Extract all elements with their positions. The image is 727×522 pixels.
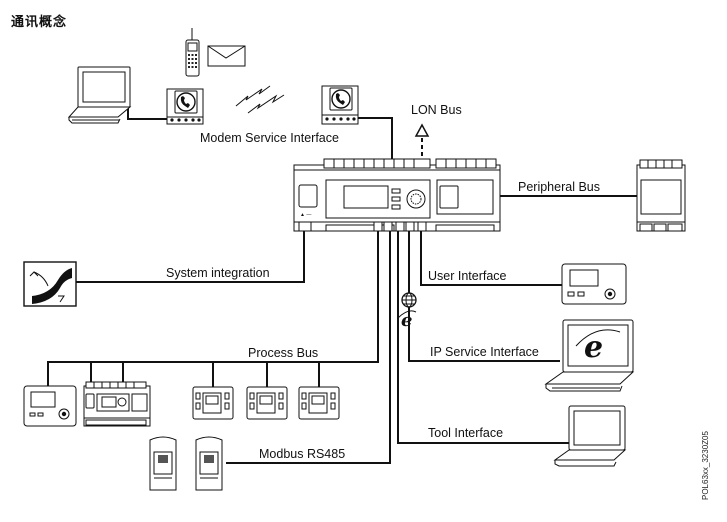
modbus-rs485-label: Modbus RS485	[259, 447, 345, 461]
modbus-drive-icon	[195, 436, 223, 491]
figure-code: POL63xx_3230Z05	[701, 431, 710, 500]
room-unit-icon	[192, 386, 234, 420]
envelope-icon	[207, 45, 246, 67]
modem-service-interface-label: Modem Service Interface	[200, 131, 339, 145]
modem-icon	[166, 88, 204, 125]
operator-panel-icon	[561, 263, 627, 305]
user-interface-label: User Interface	[428, 269, 507, 283]
controller-icon	[83, 381, 151, 427]
operator-panel-icon	[23, 385, 77, 427]
ip-service-line	[408, 231, 560, 362]
mobile-phone-icon	[185, 28, 200, 77]
controller-icon: ▲ —	[293, 158, 501, 232]
system-integration-label: System integration	[166, 266, 270, 280]
laptop-icon	[67, 66, 132, 124]
modem-icon	[321, 85, 359, 125]
process-bus-label: Process Bus	[248, 346, 318, 360]
modbus-drive-icon	[149, 436, 177, 491]
svg-text:e: e	[584, 330, 603, 365]
laptop-modem-wire	[127, 95, 167, 120]
room-unit-icon	[298, 386, 340, 420]
connection-lines	[47, 95, 637, 464]
svg-text:e: e	[401, 310, 412, 331]
peripheral-bus-label: Peripheral Bus	[518, 180, 600, 194]
lon-bus-arrow	[414, 123, 430, 137]
user-interface-line	[420, 231, 562, 286]
modem-controller-wire	[358, 117, 393, 163]
laptop-icon	[553, 405, 627, 467]
ip-service-interface-label: IP Service Interface	[430, 345, 539, 359]
internet-globe-icon	[401, 292, 417, 308]
lon-bus-label: LON Bus	[411, 103, 462, 117]
system-integration-line	[76, 231, 305, 283]
modbus-line	[226, 231, 391, 464]
system-integration-icon	[23, 261, 77, 307]
internet-explorer-icon: e	[397, 310, 417, 331]
wireless-signal-icon	[235, 85, 285, 114]
room-unit-icon	[246, 386, 288, 420]
tool-interface-label: Tool Interface	[428, 426, 503, 440]
page-title: 通讯概念	[11, 15, 68, 30]
laptop-icon: e	[544, 319, 635, 392]
tool-interface-line	[397, 231, 572, 444]
io-module-icon	[636, 159, 686, 232]
svg-text:▲ —: ▲ —	[300, 212, 311, 218]
